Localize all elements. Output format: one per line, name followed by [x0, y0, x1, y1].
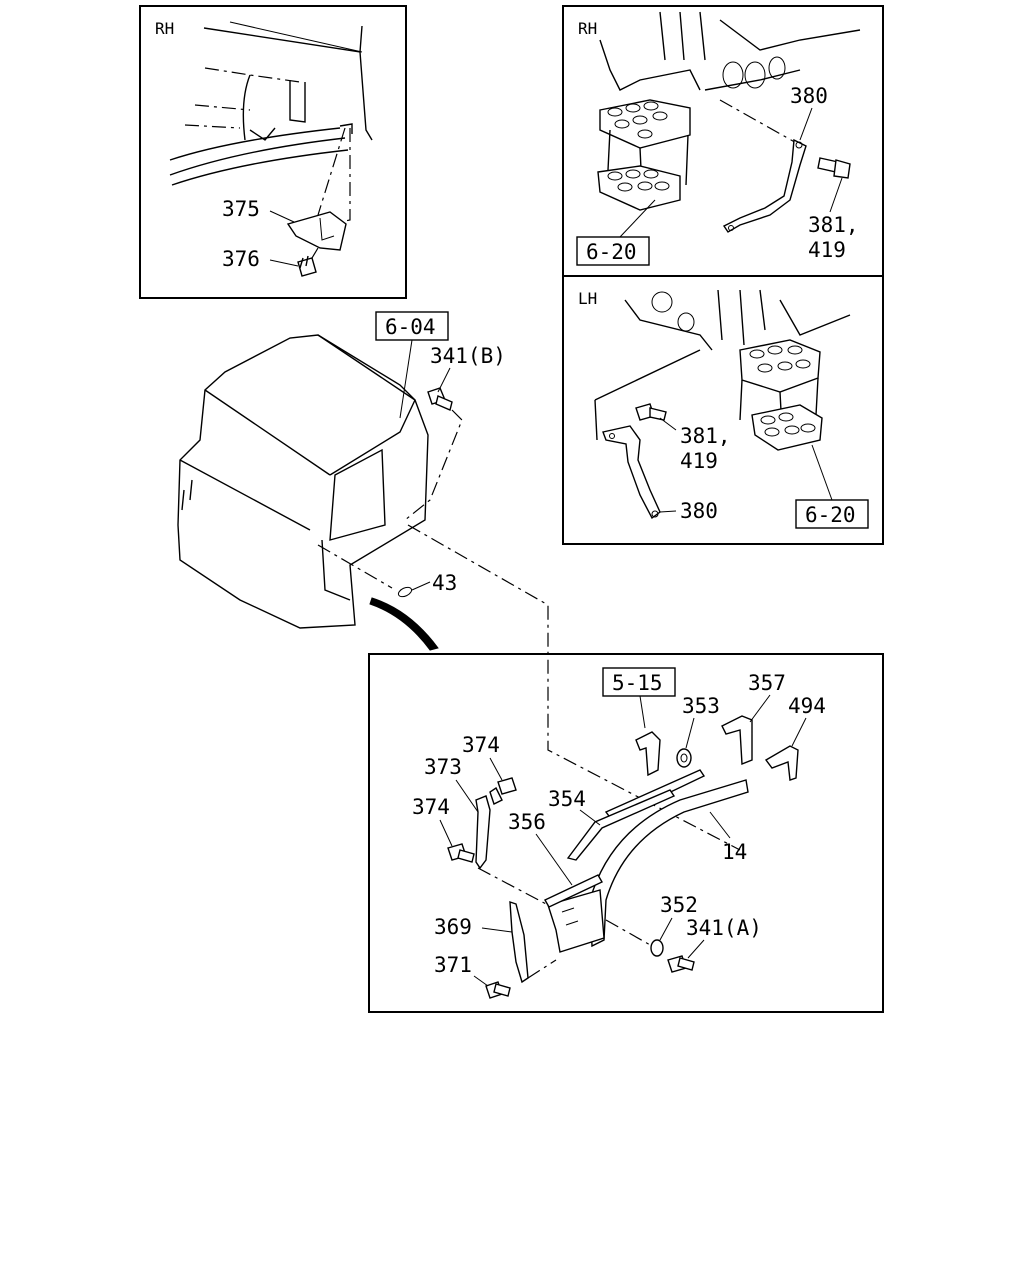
callout-357: 357: [748, 671, 786, 695]
stay-380-lh: [602, 425, 661, 520]
bar-356: [544, 874, 603, 908]
leader-371: [473, 975, 489, 987]
washer-353: [676, 748, 692, 768]
leader-356: [535, 833, 573, 886]
callout-376: 376: [222, 247, 260, 271]
callout-341b: 341(B): [430, 344, 506, 368]
leader-353: [685, 717, 695, 749]
bolt-381-rh-icon: [817, 157, 851, 179]
bolt-341a-icon: [667, 955, 695, 973]
bolt-341b-icon: [404, 387, 463, 521]
dash-369-to-bracket: [527, 959, 557, 979]
leader-5-15: [639, 695, 646, 729]
leader-494: [791, 717, 807, 747]
leader-357: [749, 694, 771, 723]
callout-353: 353: [682, 694, 720, 718]
leader-374-left: [439, 819, 453, 847]
panel-bottom: 5-15 353 357 494 14: [368, 653, 884, 1013]
ref-6-20-lh[interactable]: 6-20: [805, 503, 856, 527]
step-assembly-rh-drawing: [597, 11, 861, 211]
ref-box-6-20-rh[interactable]: [576, 236, 650, 266]
leader-6-20-lh: [811, 444, 833, 501]
bracket-357: [721, 715, 753, 766]
callout-375: 375: [222, 197, 260, 221]
callout-352: 352: [660, 893, 698, 917]
rail-354: [566, 789, 676, 861]
ref-6-20-rh[interactable]: 6-20: [586, 240, 637, 264]
leader-6-04: [399, 339, 413, 419]
callout-354: 354: [548, 787, 586, 811]
bracket-375: [286, 127, 347, 251]
callout-14: 14: [722, 840, 747, 864]
panel-middle-right-lh: LH: [562, 275, 884, 545]
panel-frame: [368, 653, 884, 1013]
callout-369: 369: [434, 915, 472, 939]
callout-374-left: 374: [412, 795, 450, 819]
dash-bracket-to-352: [605, 919, 653, 947]
leader-373: [455, 779, 479, 813]
leader-14: [709, 811, 731, 839]
callout-371: 371: [434, 953, 472, 977]
panel-top-right-rh: RH: [562, 5, 884, 277]
bolt-371-icon: [485, 981, 511, 999]
ref-5-15[interactable]: 5-15: [612, 671, 663, 695]
leader-381-rh: [829, 177, 843, 213]
cab-corner-drawing: [169, 21, 373, 223]
callout-374-top: 374: [462, 733, 500, 757]
ref-box-5-15[interactable]: [602, 667, 676, 697]
ref-6-04[interactable]: 6-04: [385, 315, 436, 339]
bolt-374-left-icon: [447, 843, 475, 863]
panel-top-left-rh: RH 375 376: [139, 5, 407, 299]
callout-373: 373: [424, 755, 462, 779]
callout-494: 494: [788, 694, 826, 718]
washer-352: [650, 939, 664, 957]
cab-drawing: [177, 334, 439, 651]
leader-341b: [437, 367, 451, 393]
leader-43: [411, 581, 431, 591]
stay-380-rh: [722, 138, 807, 233]
callout-381-lh-line2: 419: [680, 449, 718, 473]
leader-380-lh: [659, 510, 677, 513]
bolt-381-lh-icon: [635, 403, 667, 421]
panel-frame: [562, 275, 884, 545]
side-label: LH: [578, 289, 597, 308]
dash-373-to-bracket: [477, 867, 549, 906]
leader-6-20-rh: [619, 199, 656, 238]
callout-381-rh-line1: 381,: [808, 213, 859, 237]
callout-380-lh: 380: [680, 499, 718, 523]
clip-5-15: [635, 731, 661, 777]
side-label: RH: [155, 19, 174, 38]
leader-374-top: [489, 757, 503, 781]
callout-43: 43: [432, 571, 457, 595]
callout-381-rh-line2: 419: [808, 238, 846, 262]
clip-494: [764, 745, 799, 781]
side-label: RH: [578, 19, 597, 38]
leader-341a: [687, 939, 705, 959]
stay-369: [509, 901, 529, 984]
callout-381-lh-line1: 381,: [680, 424, 731, 448]
panel-frame: [139, 5, 407, 299]
leader-352: [659, 917, 673, 941]
stay-373: [475, 795, 491, 870]
leader-369: [481, 927, 513, 933]
bolt-374-top-icon: [489, 777, 517, 805]
leader-354: [579, 809, 601, 826]
bolt-376-icon: [297, 247, 319, 277]
leader-376: [269, 259, 299, 267]
callout-380-rh: 380: [790, 84, 828, 108]
leader-380-rh: [799, 107, 813, 141]
leader-381-lh: [659, 417, 677, 431]
leader-375: [269, 210, 295, 223]
step-assembly-lh-drawing: [594, 289, 851, 451]
callout-341a: 341(A): [686, 916, 762, 940]
callout-356: 356: [508, 810, 546, 834]
